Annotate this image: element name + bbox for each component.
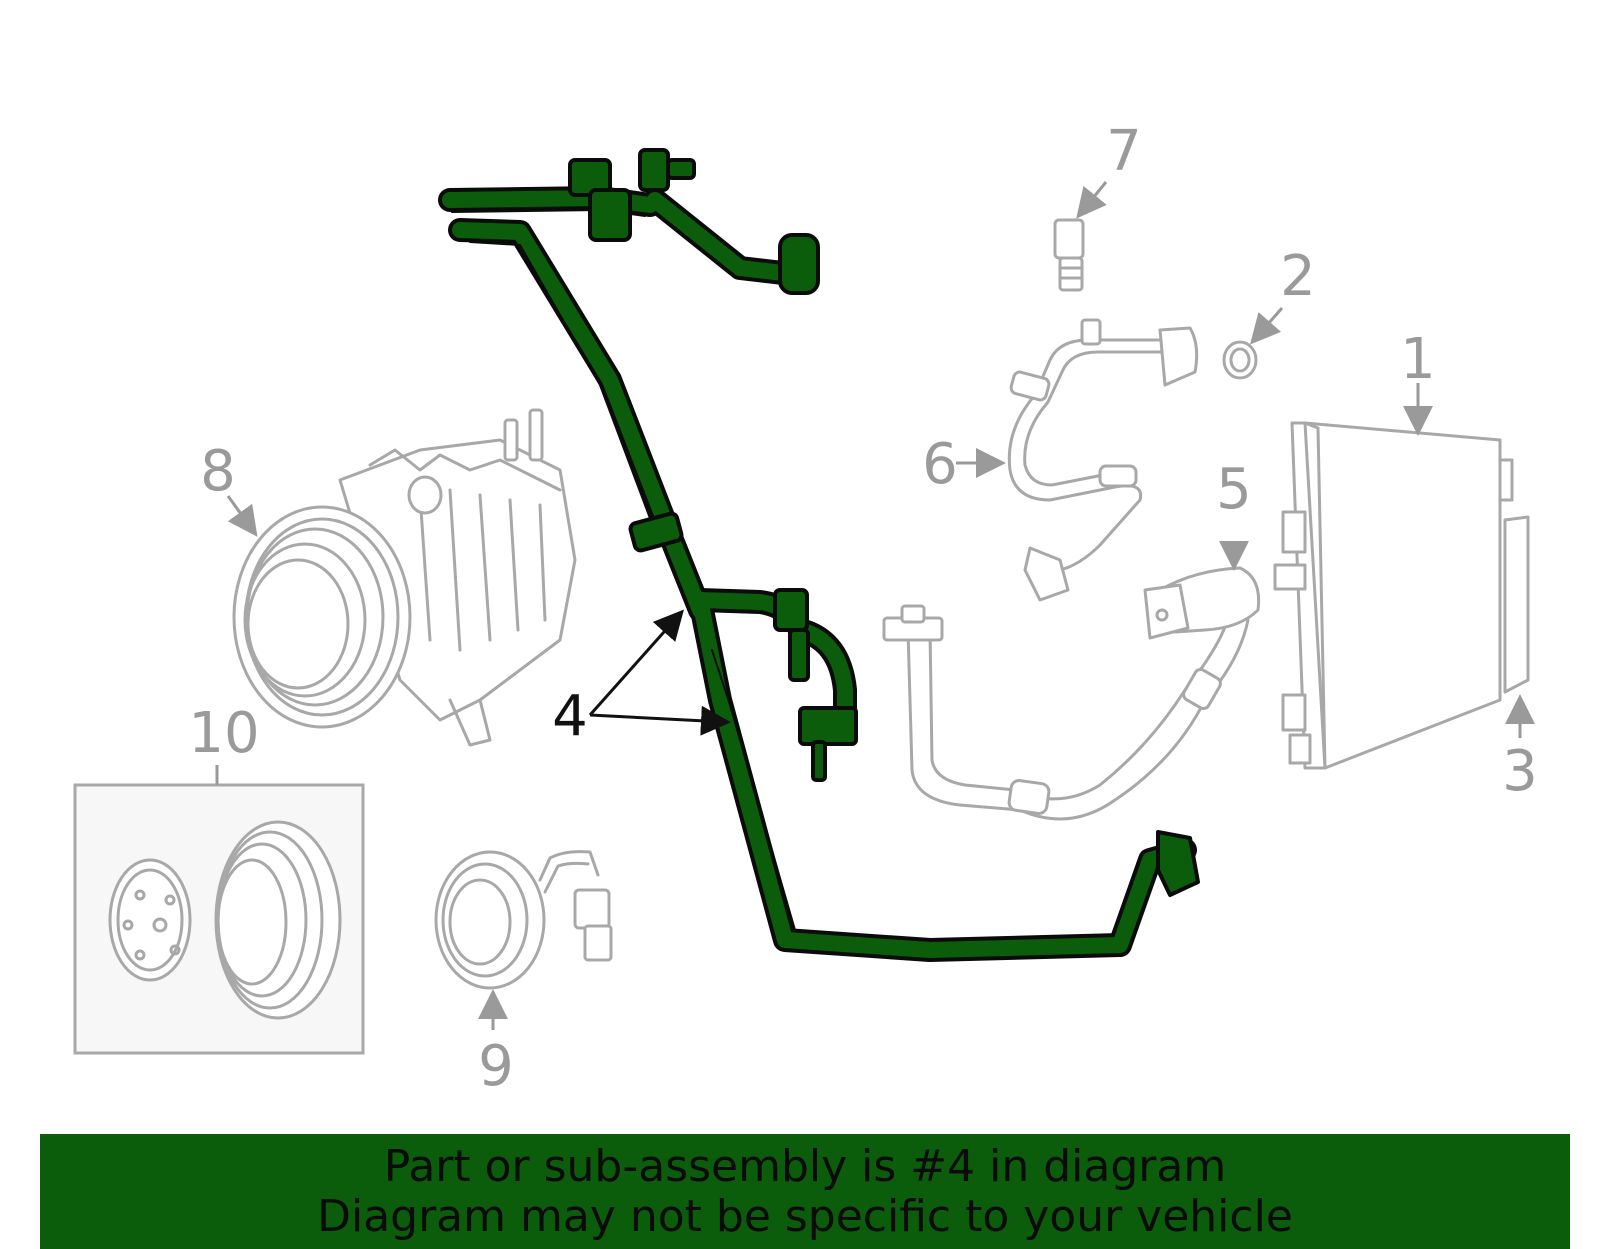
condenser-part <box>1273 421 1530 770</box>
callout-4: 4 <box>552 684 588 749</box>
compressor-part <box>232 408 577 747</box>
callout-7: 7 <box>1106 119 1142 184</box>
callout-5: 5 <box>1216 457 1252 522</box>
callout-10: 10 <box>188 701 259 766</box>
clutch-kit-part <box>73 783 365 1055</box>
callout-9: 9 <box>478 1034 514 1099</box>
ac-line-assembly-highlight <box>438 148 1200 962</box>
callout-leaders <box>215 181 1535 1030</box>
pressure-switch-part <box>1053 218 1085 292</box>
banner-line-1: Part or sub-assembly is #4 in diagram <box>383 1140 1227 1192</box>
field-coil-part <box>434 850 613 990</box>
accumulator-hose-part <box>882 566 1261 821</box>
callout-6: 6 <box>922 432 958 497</box>
callout-2: 2 <box>1280 244 1316 309</box>
info-banner: Part or sub-assembly is #4 in diagram Di… <box>40 1134 1570 1249</box>
callout-8: 8 <box>200 439 236 504</box>
suction-hose-part <box>1007 318 1199 602</box>
callout-1: 1 <box>1400 327 1436 392</box>
o-ring-part <box>1222 340 1258 380</box>
banner-line-2: Diagram may not be specific to your vehi… <box>317 1190 1293 1242</box>
callout-3: 3 <box>1502 739 1538 804</box>
